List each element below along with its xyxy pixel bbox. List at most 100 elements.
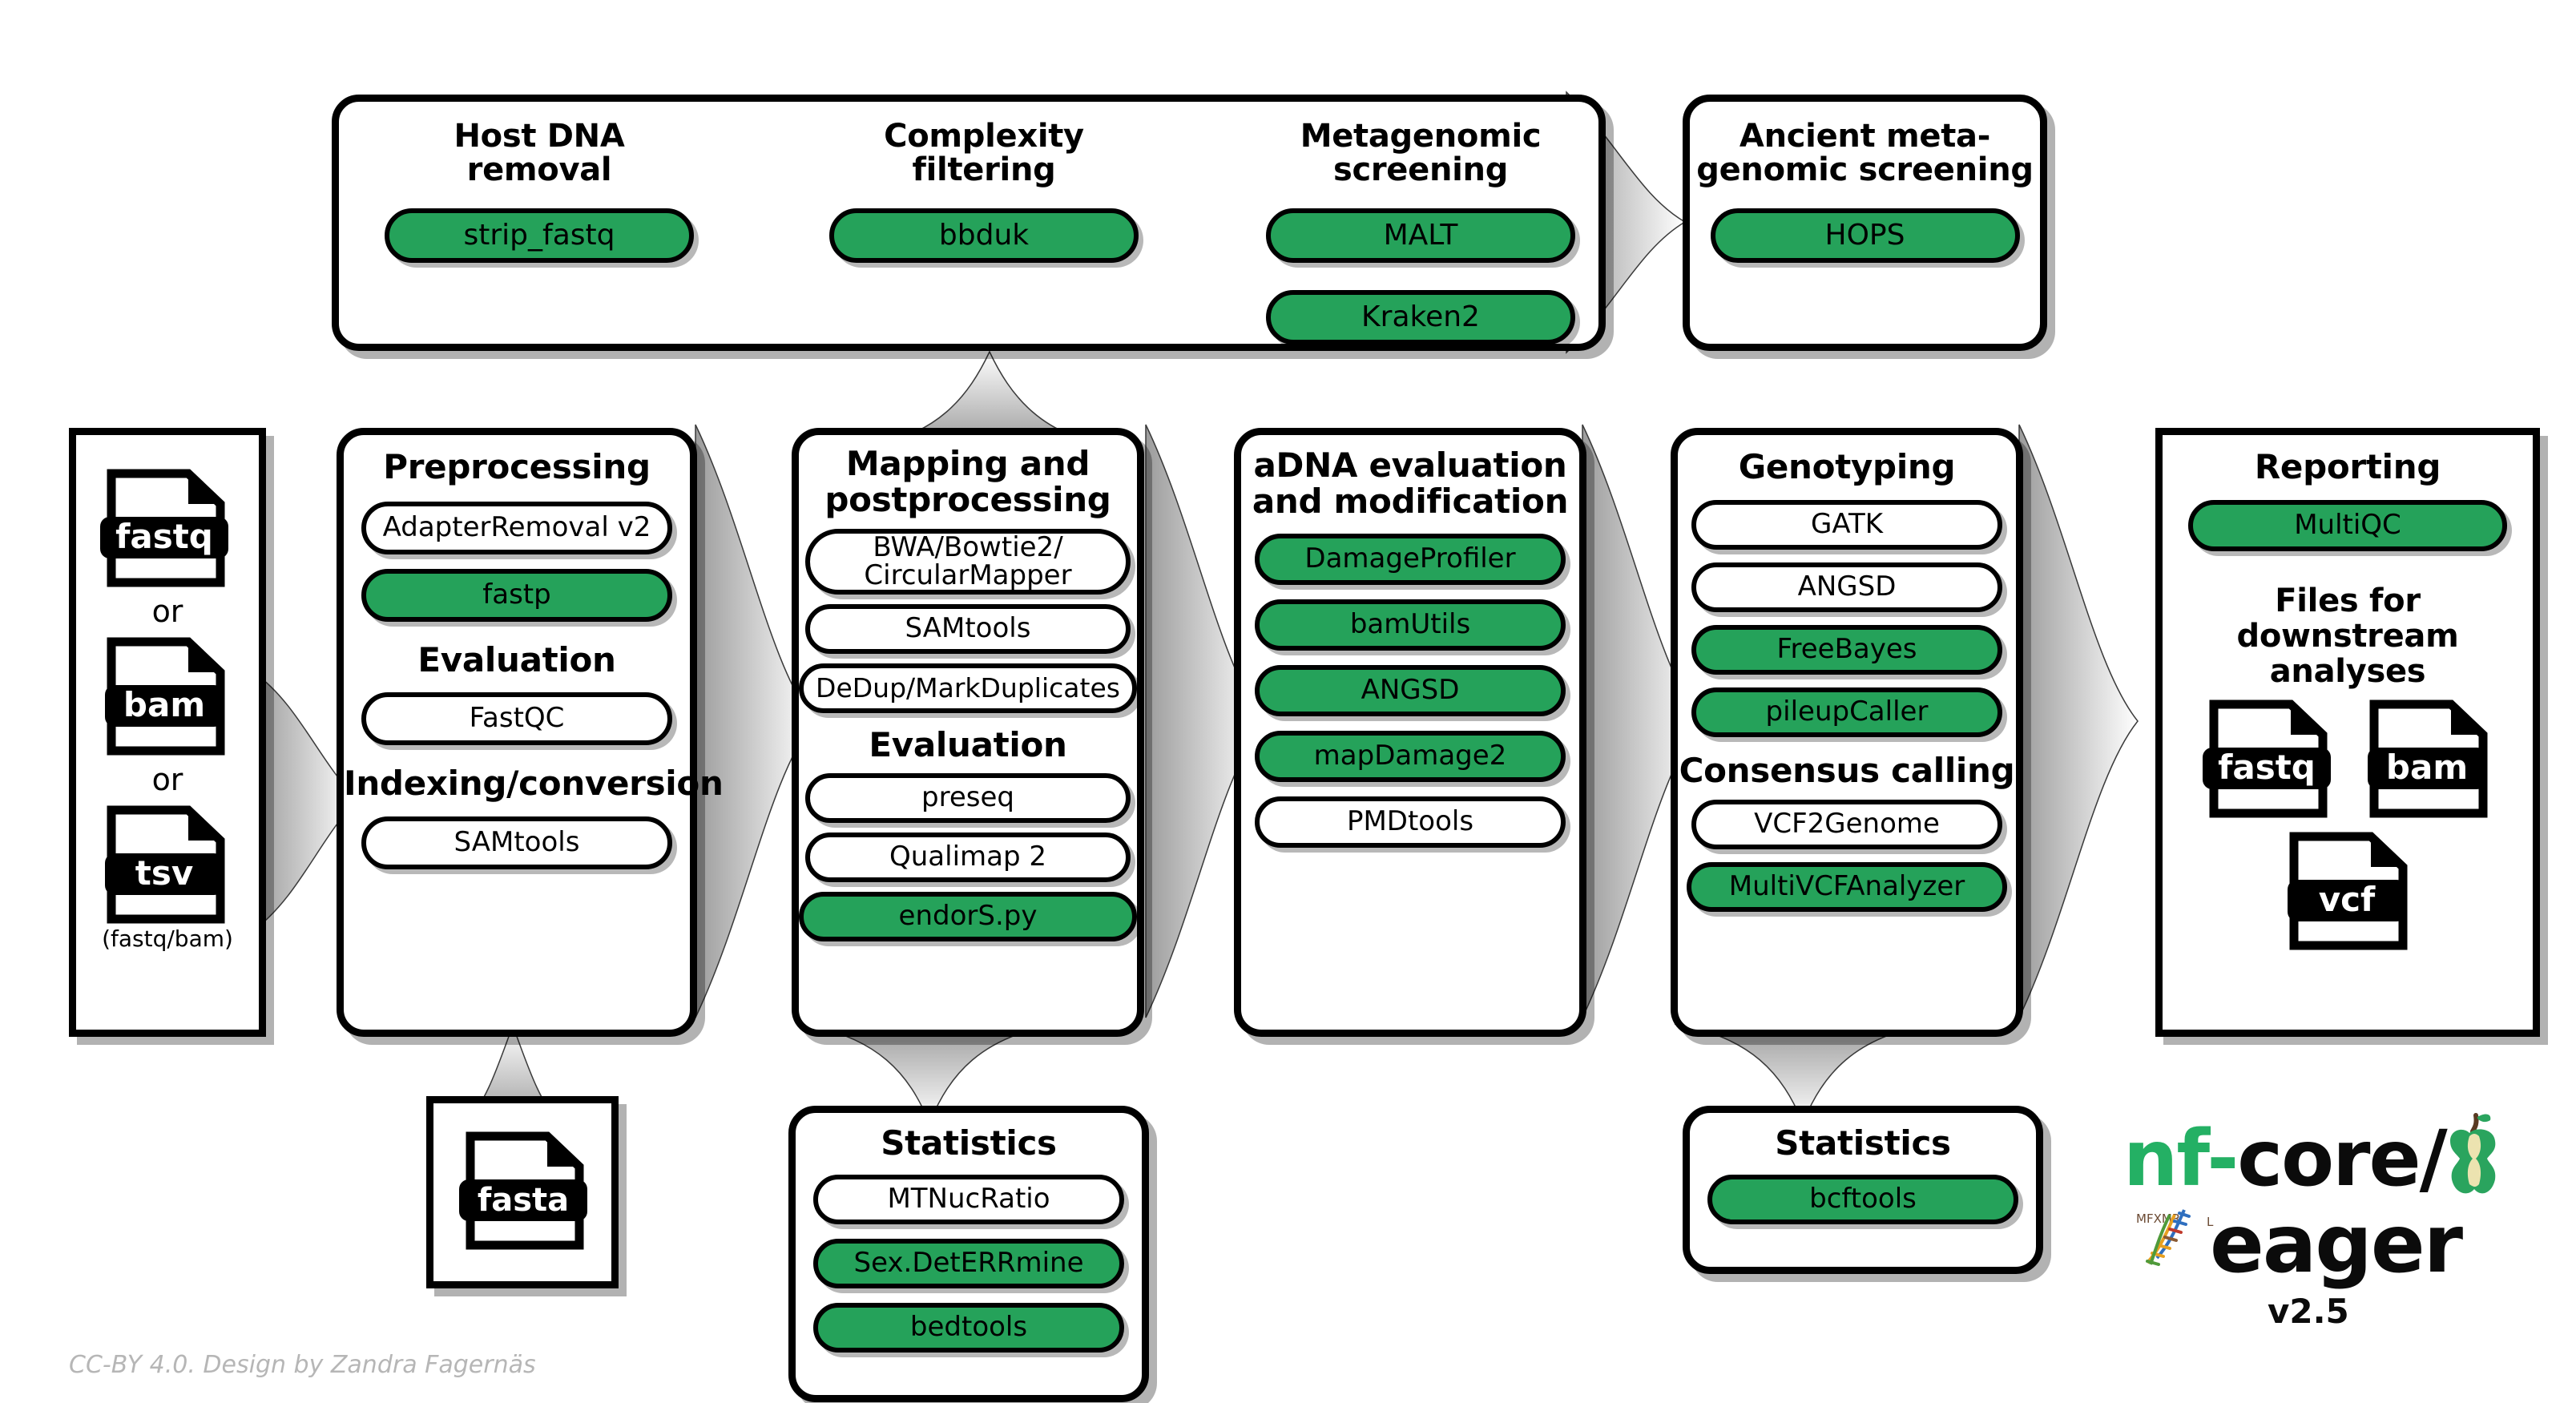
panel-title: Reporting [2254,447,2441,486]
tool-pill[interactable]: ANGSD [1255,665,1566,717]
tool-pill[interactable]: bamUtils [1255,599,1566,651]
tool-pill[interactable]: Sex.DetERRmine [813,1238,1124,1288]
apple-core-icon [2445,1112,2503,1200]
tool-label: ANGSD [1797,570,1897,603]
svg-text:tsv: tsv [135,853,193,893]
panel-title: aDNA evaluation and modification [1252,445,1569,521]
tool-pill[interactable]: ANGSD [1691,562,2002,612]
tool-pill[interactable]: Qualimap 2 [805,832,1131,882]
panel-title: Preprocessing [383,447,651,486]
tool-label: MultiQC [2294,508,2401,541]
svg-text:vcf: vcf [2319,880,2376,919]
tool-pill[interactable]: DamageProfiler [1255,534,1566,586]
panel-title: Statistics [1775,1123,1951,1163]
tool-pill[interactable]: MultiVCFAnalyzer [1687,862,2007,913]
top-screening-panel: Host DNA removal strip_fastq Complexity … [332,95,1606,351]
dna-helix-icon: MFXMR L [2133,1200,2223,1269]
logo-prefix: nf- [2123,1114,2239,1203]
fastq-file-icon: fastq [2203,699,2331,818]
tool-label: Sex.DetERRmine [853,1246,1084,1279]
tool-pill[interactable]: FastQC [361,692,672,746]
tool-pill[interactable]: HOPS [1710,208,2020,263]
tool-label: DamageProfiler [1304,542,1516,575]
tool-label: BWA/Bowtie2/ CircularMapper [864,530,1072,592]
tool-pill[interactable]: preseq [805,772,1131,823]
tool-label: HOPS [1824,219,1905,252]
input-files-panel: fastq or bam or tsv (fastq/bam) [69,428,266,1037]
tool-label: MultiVCFAnalyzer [1728,870,1965,903]
tool-pill[interactable]: MultiQC [2188,499,2507,551]
svg-text:L: L [2207,1215,2214,1229]
tool-label: PMDtools [1346,805,1474,838]
tool-pill[interactable]: bbduk [829,208,1139,263]
panel-title: Mapping and postprocessing [824,444,1111,519]
credit-text: CC-BY 4.0. Design by Zandra Fagernäs [69,1351,536,1379]
tool-pill[interactable]: FreeBayes [1691,624,2002,675]
logo-line-2: eager [2210,1197,2463,1291]
group-host-dna-removal: Host DNA removal strip_fastq [371,119,707,263]
svg-text:fastq: fastq [2218,748,2316,787]
tool-label: VCF2Genome [1754,808,1940,841]
group-metagenomic-screening: Metagenomic screening MALT Kraken2 [1264,119,1577,345]
section-heading: Evaluation [417,639,616,679]
column-reporting: Reporting MultiQC Files for downstream a… [2155,428,2540,1037]
tool-pill[interactable]: endorS.py [799,891,1137,941]
hops-panel: Ancient meta- genomic screening HOPS [1683,95,2047,351]
tool-label: MALT [1383,219,1458,252]
tool-label: DeDup/MarkDuplicates [816,671,1120,704]
tool-pill[interactable]: VCF2Genome [1691,800,2002,850]
logo-version: v2.5 [2268,1292,2349,1331]
group-title: Complexity filtering [884,118,1084,189]
logo-line-1: nf-core/ [2123,1114,2448,1203]
tool-label: bamUtils [1349,608,1471,641]
panel-statistics-genotyping: Statistics bcftools [1683,1106,2043,1274]
tool-pill[interactable]: GATK [1691,499,2002,550]
tool-label: strip_fastq [463,219,615,252]
panel-title: Genotyping [1738,447,1956,486]
tool-pill[interactable]: MTNucRatio [813,1174,1124,1224]
vcf-file-icon: vcf [2283,832,2411,950]
column-adna: aDNA evaluation and modification DamageP… [1234,428,1586,1037]
tool-pill[interactable]: bedtools [813,1302,1124,1353]
tool-label: SAMtools [454,825,580,858]
tool-pill[interactable]: BWA/Bowtie2/ CircularMapper [805,529,1131,595]
reference-fasta-panel: fasta [426,1096,619,1288]
tool-label: Kraken2 [1361,300,1480,334]
tool-label: GATK [1810,507,1884,540]
tool-pill[interactable]: bcftools [1707,1174,2018,1224]
tool-pill[interactable]: fastp [361,568,672,622]
tool-pill[interactable]: SAMtools [361,816,672,869]
tool-label: AdapterRemoval v2 [382,510,651,543]
panel-title: Ancient meta- genomic screening [1696,118,2034,189]
column-genotyping: Genotyping GATK ANGSD FreeBayes pileupCa… [1671,428,2023,1037]
tool-pill[interactable]: pileupCaller [1691,687,2002,737]
tool-pill[interactable]: PMDtools [1255,796,1566,849]
tool-label: preseq [921,780,1014,813]
tsv-file-icon: tsv [100,805,228,924]
panel-title: Statistics [881,1123,1057,1163]
tool-pill[interactable]: SAMtools [805,604,1131,655]
arrow-genotyping-to-reporting [2018,424,2139,1018]
tool-pill[interactable]: Kraken2 [1266,289,1575,345]
or-separator-2: or [151,762,183,797]
group-complexity-filtering: Complexity filtering bbduk [816,119,1152,263]
column-mapping: Mapping and postprocessing BWA/Bowtie2/ … [792,428,1144,1037]
tool-label: FreeBayes [1776,632,1917,665]
tool-pill[interactable]: strip_fastq [385,208,694,263]
tool-label: endorS.py [898,899,1038,932]
tool-label: MTNucRatio [887,1182,1050,1215]
tool-label: fastp [482,578,551,611]
downstream-heading: Files for downstream analyses [2236,582,2459,690]
tool-pill[interactable]: mapDamage2 [1255,731,1566,783]
tool-label: pileupCaller [1765,695,1929,728]
tool-pill[interactable]: DeDup/MarkDuplicates [799,663,1137,714]
tool-pill[interactable]: MALT [1266,208,1575,263]
tool-pill[interactable]: AdapterRemoval v2 [361,501,672,554]
tool-label: Qualimap 2 [889,840,1046,873]
logo-suffix: core/ [2237,1114,2447,1203]
group-title: Metagenomic screening [1300,118,1542,189]
fastq-file-icon: fastq [100,469,228,587]
fasta-file-icon: fasta [459,1131,587,1250]
tool-label: FastQC [469,702,565,735]
